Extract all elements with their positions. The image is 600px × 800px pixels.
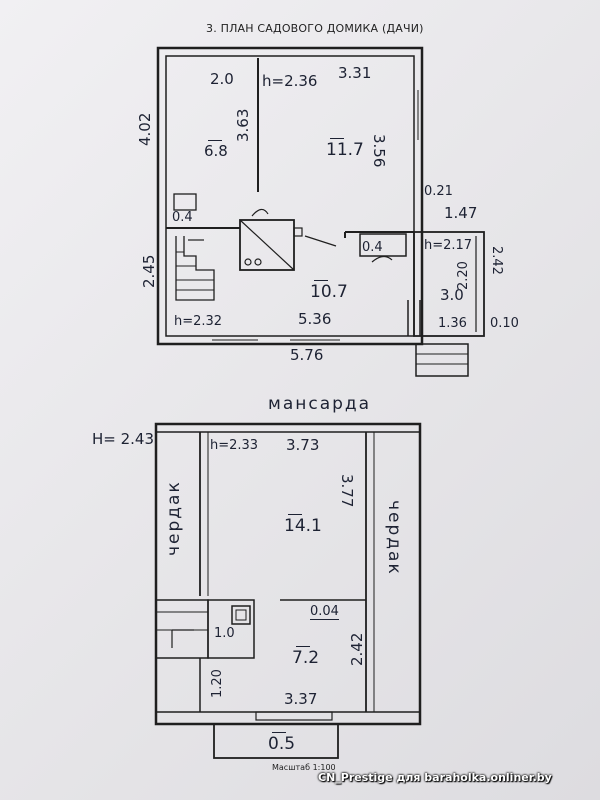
attic-width: 3.73: [286, 436, 320, 454]
stove-diagonal: [239, 219, 295, 271]
stove-burner-2: [254, 258, 262, 266]
stove-burner-1: [244, 258, 252, 266]
area-room-a: 6.8: [204, 140, 228, 160]
plan-title: 3. ПЛАН САДОВОГО ДОМИКА (ДАЧИ): [206, 22, 424, 35]
dim-side-lower: 2.45: [140, 254, 158, 288]
attic-chimney: [231, 605, 251, 625]
area-hall: 10.7: [310, 280, 348, 302]
door-arc: [371, 255, 393, 263]
dim-side-height: 4.02: [136, 112, 154, 146]
attic-main-area: 14.1: [284, 514, 322, 536]
dim-porch-wall: 0.10: [490, 316, 519, 331]
attic-left-loft: чердак: [164, 480, 184, 556]
area-room-b: 11.7: [326, 138, 364, 160]
attic-depth: 3.77: [338, 474, 356, 508]
ground-outer-wall: [156, 46, 424, 346]
attic-small-room: [207, 599, 255, 659]
attic-height: h=2.33: [210, 438, 259, 453]
dim-total-width: 5.76: [290, 346, 324, 364]
attic-balcony-area: 0.5: [268, 732, 296, 754]
dim-porch-width: 1.47: [444, 204, 478, 222]
attic-small-area: 1.0: [214, 626, 235, 641]
stove-pointer-line: [304, 235, 337, 247]
area-closet: 0.4: [172, 210, 193, 225]
door-arc: [251, 208, 269, 217]
dim-room-b-depth: 3.56: [370, 134, 388, 168]
staircase: [175, 236, 215, 301]
attic-right-loft: чердак: [384, 500, 404, 576]
attic-side-small: 1.20: [210, 669, 225, 698]
porch-outline: [413, 231, 485, 337]
dim-room-b-width: 3.31: [338, 64, 372, 82]
dim-room-a-depth: 3.63: [234, 108, 252, 142]
attic-stairwell: [155, 599, 209, 659]
porch-steps: [415, 343, 469, 377]
dim-hall-width: 5.36: [298, 310, 332, 328]
attic-chimney-flue: [235, 609, 247, 621]
scale-label: Масштаб 1:100: [272, 763, 336, 772]
area-porch: 3.0: [440, 286, 464, 304]
area-small: 0.4: [362, 240, 383, 255]
dim-height-hall: h=2.32: [174, 314, 223, 329]
dim-room-a-width: 2.0: [210, 70, 234, 88]
watermark: CN_Prestige для baraholka.onliner.by: [318, 771, 552, 784]
dim-porch-offset: 0.21: [424, 184, 453, 199]
attic-window: [255, 711, 333, 721]
dim-porch-bottom: 1.36: [438, 316, 467, 331]
ground-inner-wall: [165, 55, 415, 337]
attic-door-mark: 0.04: [310, 604, 339, 620]
dim-height-porch: h=2.17: [424, 238, 473, 253]
stove-block: [239, 219, 295, 271]
attic-outer-height: H= 2.43: [92, 430, 155, 448]
dim-porch-outer: 2.42: [489, 246, 504, 275]
dim-height-main: h=2.36: [262, 72, 318, 90]
boiler-box: [173, 193, 197, 211]
attic-balcony: [213, 723, 339, 759]
attic-label: мансарда: [268, 394, 372, 414]
attic-room-depth: 2.42: [348, 632, 366, 666]
attic-bottom-width: 3.37: [284, 690, 318, 708]
attic-outer-wall: [154, 422, 422, 726]
chimney-box: [293, 227, 303, 237]
attic-room-area: 7.2: [292, 646, 320, 668]
